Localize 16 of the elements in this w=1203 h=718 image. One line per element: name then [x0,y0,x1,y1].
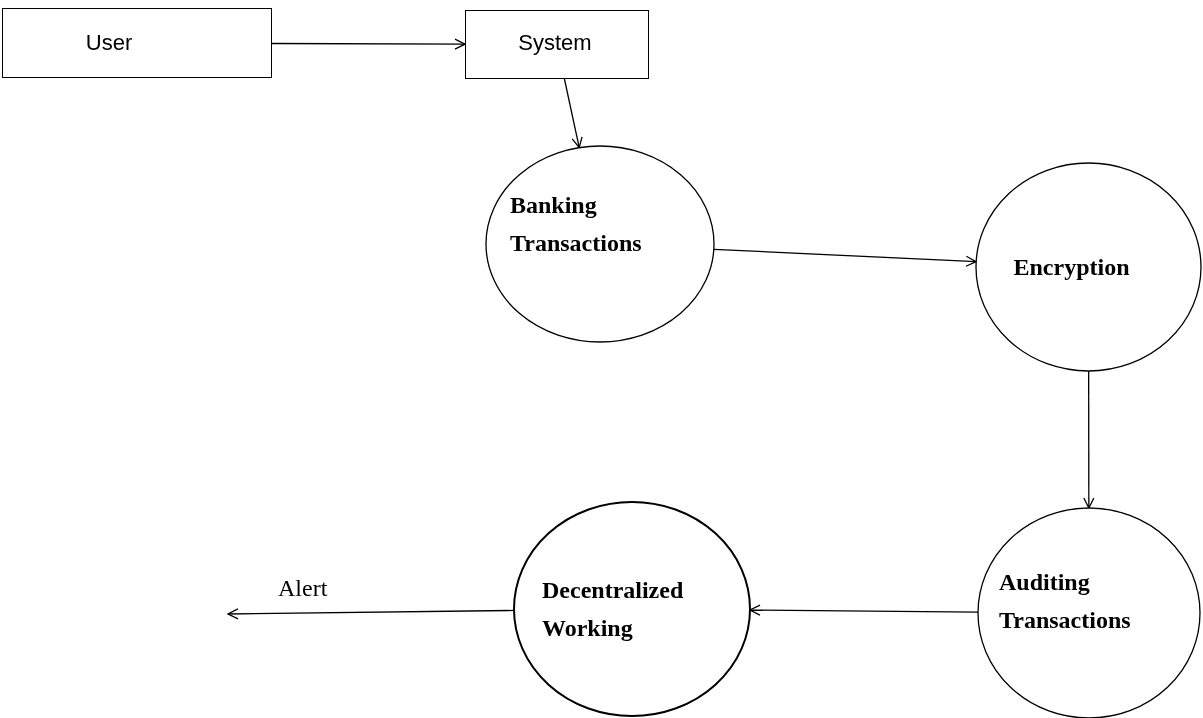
process-circle [486,146,714,342]
arrow [563,78,583,149]
process-label: Encryption [1013,252,1131,282]
entity-box [2,8,272,78]
process-label: Auditing Transactions [999,567,1132,635]
process-circle [976,163,1201,371]
process-circle [514,502,750,716]
arrow [713,248,977,267]
entity-box [465,10,649,79]
entity-label: User [85,30,133,56]
entity-label: System [518,29,592,56]
arrow [271,38,466,50]
arrow [1083,370,1095,509]
process-label: Banking Transactions [510,190,643,258]
process-label: Decentralized Working [542,575,685,643]
arrow [227,608,515,620]
